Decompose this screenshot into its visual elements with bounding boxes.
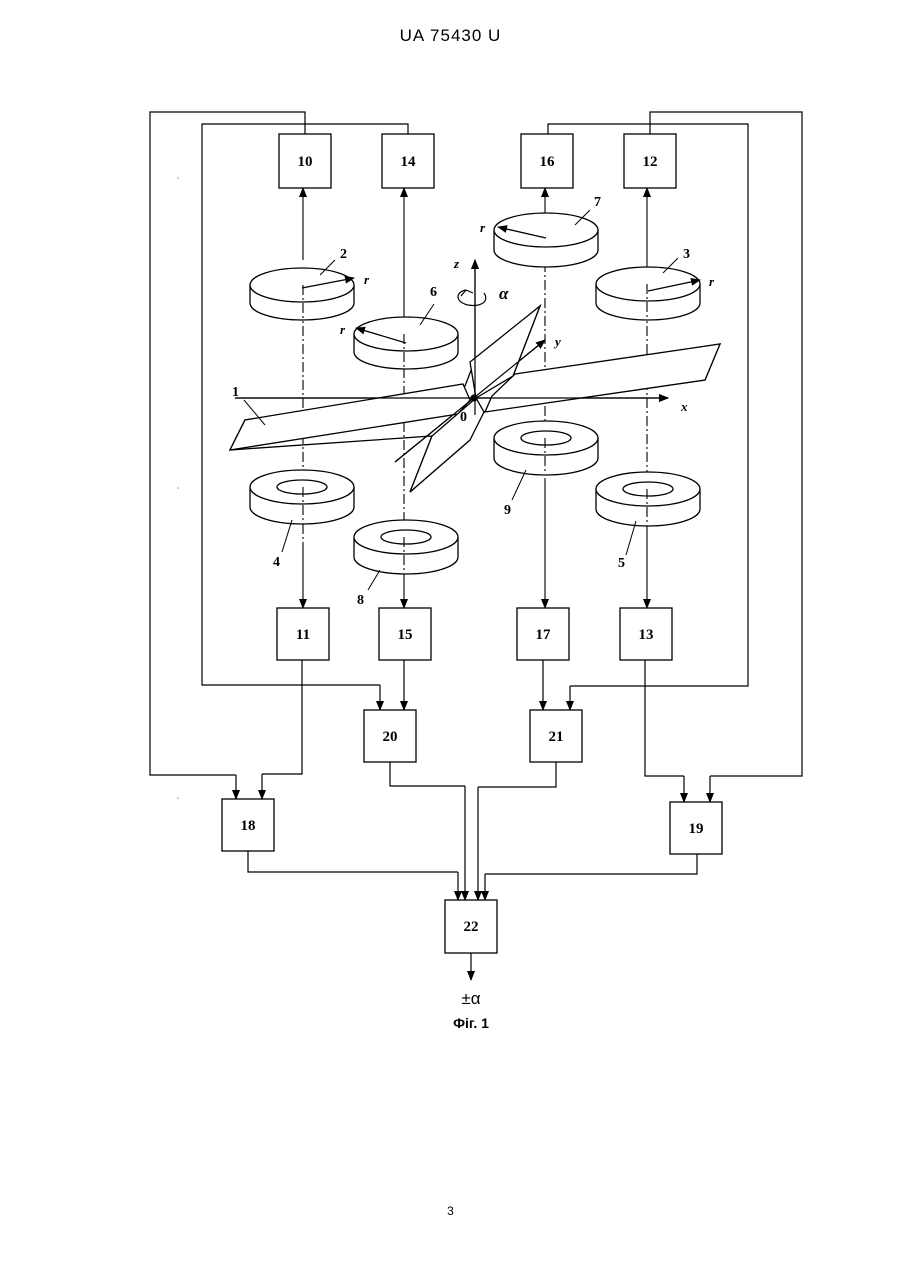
label-ring-5: 5	[618, 556, 625, 571]
figure-caption: Фіг. 1	[453, 1015, 489, 1031]
label-ring-9: 9	[504, 503, 511, 518]
label-origin: 0	[460, 410, 467, 425]
axis-y-label: y	[553, 334, 561, 349]
ring-5	[596, 472, 700, 526]
disc-2	[250, 268, 354, 320]
block-21: 21	[549, 729, 564, 745]
block-17: 17	[536, 627, 552, 643]
ring-9	[494, 421, 598, 475]
label-disc-3: 3	[683, 247, 690, 262]
feedback-wires	[150, 112, 802, 802]
output-label: ±α	[461, 989, 480, 1008]
block-13: 13	[639, 627, 654, 643]
block-14: 14	[401, 154, 417, 170]
radius-label-7: r	[480, 220, 486, 235]
block-20: 20	[383, 729, 398, 745]
block-18: 18	[241, 818, 256, 834]
page-number: 3	[0, 1204, 901, 1218]
ring-8	[354, 520, 458, 574]
label-ring-8: 8	[357, 593, 364, 608]
axis-z-label: z	[453, 256, 460, 271]
label-disc-7: 7	[594, 195, 601, 210]
radius-label-6: r	[340, 322, 346, 337]
block-11: 11	[296, 627, 310, 643]
scan-marks	[177, 177, 179, 799]
label-disc-2: 2	[340, 247, 347, 262]
block-16: 16	[540, 154, 556, 170]
axis-x-label: x	[680, 399, 688, 414]
block-19: 19	[689, 821, 704, 837]
disc-7	[494, 213, 598, 267]
rotation-alpha-label: α	[499, 284, 509, 303]
label-disc-6: 6	[430, 285, 437, 300]
radius-label-3: r	[709, 274, 715, 289]
ring-4	[250, 470, 354, 524]
block-10: 10	[298, 154, 313, 170]
label-plate-1: 1	[232, 385, 239, 400]
label-ring-4: 4	[273, 555, 280, 570]
block-15: 15	[398, 627, 413, 643]
disc-3	[596, 267, 700, 320]
disc-6	[354, 317, 458, 369]
block-12: 12	[643, 154, 658, 170]
block-22: 22	[464, 919, 479, 935]
radius-label-2: r	[364, 272, 370, 287]
